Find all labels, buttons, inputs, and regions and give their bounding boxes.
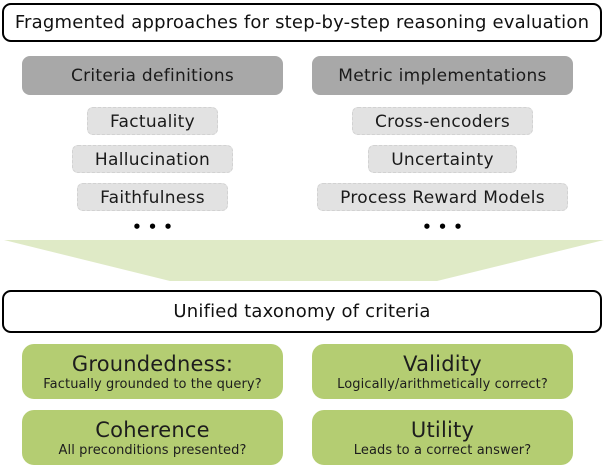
card-utility-subtitle: Leads to a correct answer? <box>353 442 532 458</box>
criteria-definitions-label: Criteria definitions <box>70 65 235 86</box>
criteria-ellipsis: ••• <box>132 218 179 236</box>
card-utility-title: Utility <box>410 417 475 442</box>
card-validity: Validity Logically/arithmetically correc… <box>312 344 573 399</box>
metric-items-column: Cross-encoders Uncertainty Process Rewar… <box>312 107 573 235</box>
funnel-shape <box>4 240 604 281</box>
card-coherence-subtitle: All preconditions presented? <box>58 442 247 458</box>
metric-ellipsis: ••• <box>422 218 469 236</box>
card-coherence-title: Coherence <box>95 417 210 442</box>
metric-implementations-header: Metric implementations <box>312 56 573 95</box>
card-groundedness-subtitle: Factually grounded to the query? <box>43 376 262 392</box>
card-coherence: Coherence All preconditions presented? <box>22 410 283 465</box>
fragmented-approaches-banner: Fragmented approaches for step-by-step r… <box>2 3 602 42</box>
criteria-item-factuality: Factuality <box>86 107 218 135</box>
unified-taxonomy-label: Unified taxonomy of criteria <box>173 301 431 322</box>
unified-taxonomy-banner: Unified taxonomy of criteria <box>2 290 602 333</box>
criteria-items-column: Factuality Hallucination Faithfulness ••… <box>22 107 283 235</box>
metric-implementations-label: Metric implementations <box>338 65 547 86</box>
metric-item-uncertainty: Uncertainty <box>368 145 517 173</box>
card-groundedness: Groundedness: Factually grounded to the … <box>22 344 283 399</box>
criteria-definitions-header: Criteria definitions <box>22 56 283 95</box>
card-validity-title: Validity <box>403 351 482 376</box>
metric-item-cross-encoders: Cross-encoders <box>351 107 533 135</box>
criteria-item-hallucination: Hallucination <box>71 145 234 173</box>
card-validity-subtitle: Logically/arithmetically correct? <box>337 376 548 392</box>
metric-item-process-reward-models: Process Reward Models <box>317 183 568 211</box>
card-utility: Utility Leads to a correct answer? <box>312 410 573 465</box>
fragmented-approaches-label: Fragmented approaches for step-by-step r… <box>14 12 590 33</box>
criteria-item-faithfulness: Faithfulness <box>77 183 228 211</box>
card-groundedness-title: Groundedness: <box>71 351 234 376</box>
